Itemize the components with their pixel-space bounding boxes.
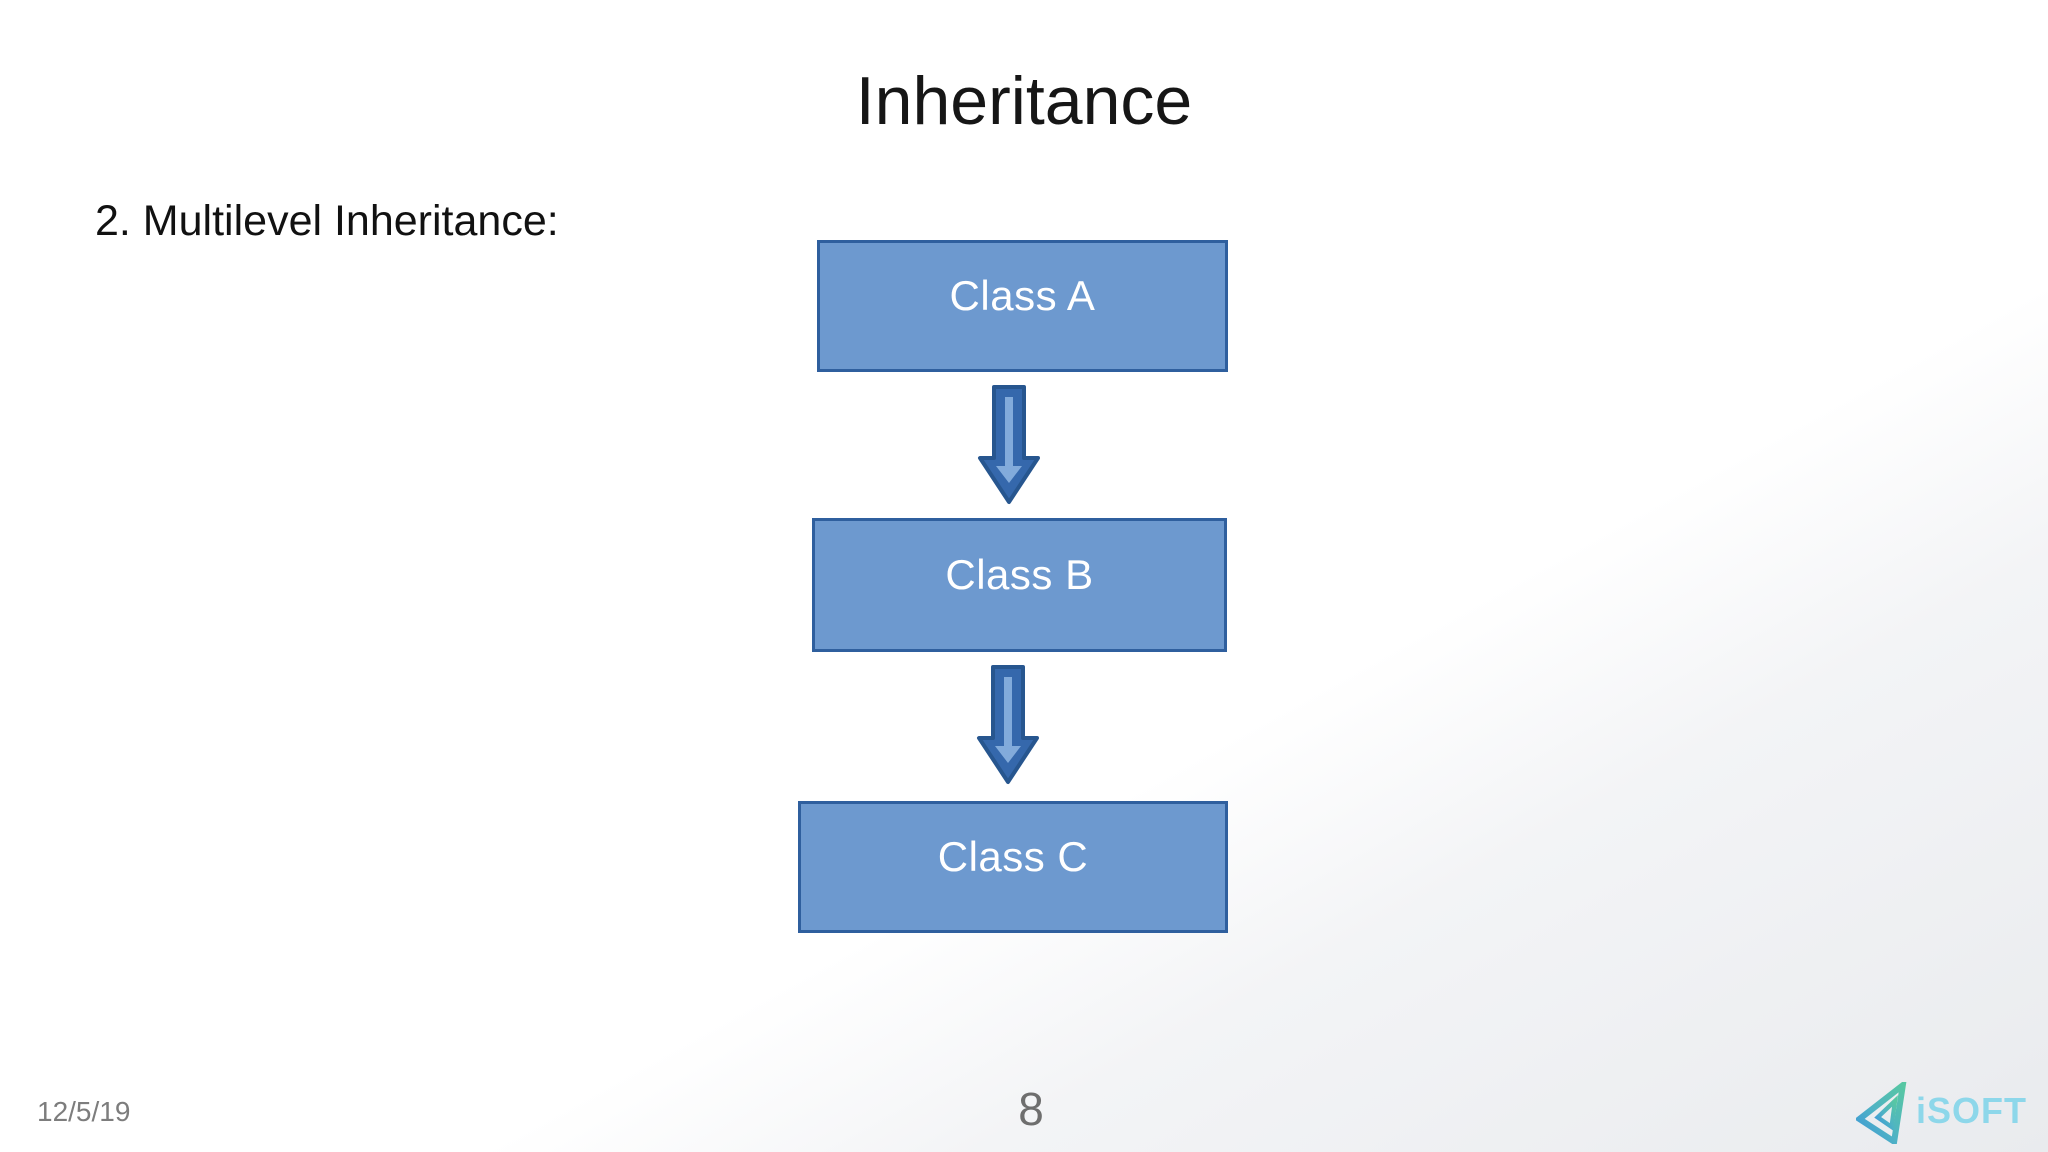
isoft-logo: iSOFT (1856, 1080, 2027, 1144)
subtitle: 2. Multilevel Inheritance: (95, 197, 559, 245)
footer-date: 12/5/19 (37, 1096, 131, 1127)
class-b-label: Class B (945, 551, 1094, 598)
class-b-node: Class B (812, 518, 1227, 652)
class-a-label: Class A (949, 272, 1096, 319)
class-a-node: Class A (817, 240, 1228, 372)
page-number: 8 (1018, 1083, 1044, 1135)
class-c-label: Class C (937, 833, 1089, 880)
isoft-logo-text: iSOFT (1916, 1090, 2027, 1131)
down-arrow-icon (977, 665, 1039, 784)
isoft-logo-triangle-icon (1856, 1082, 1907, 1144)
down-arrow-icon (978, 385, 1040, 504)
class-c-node: Class C (798, 801, 1228, 933)
slide-title: Inheritance (855, 63, 1193, 139)
